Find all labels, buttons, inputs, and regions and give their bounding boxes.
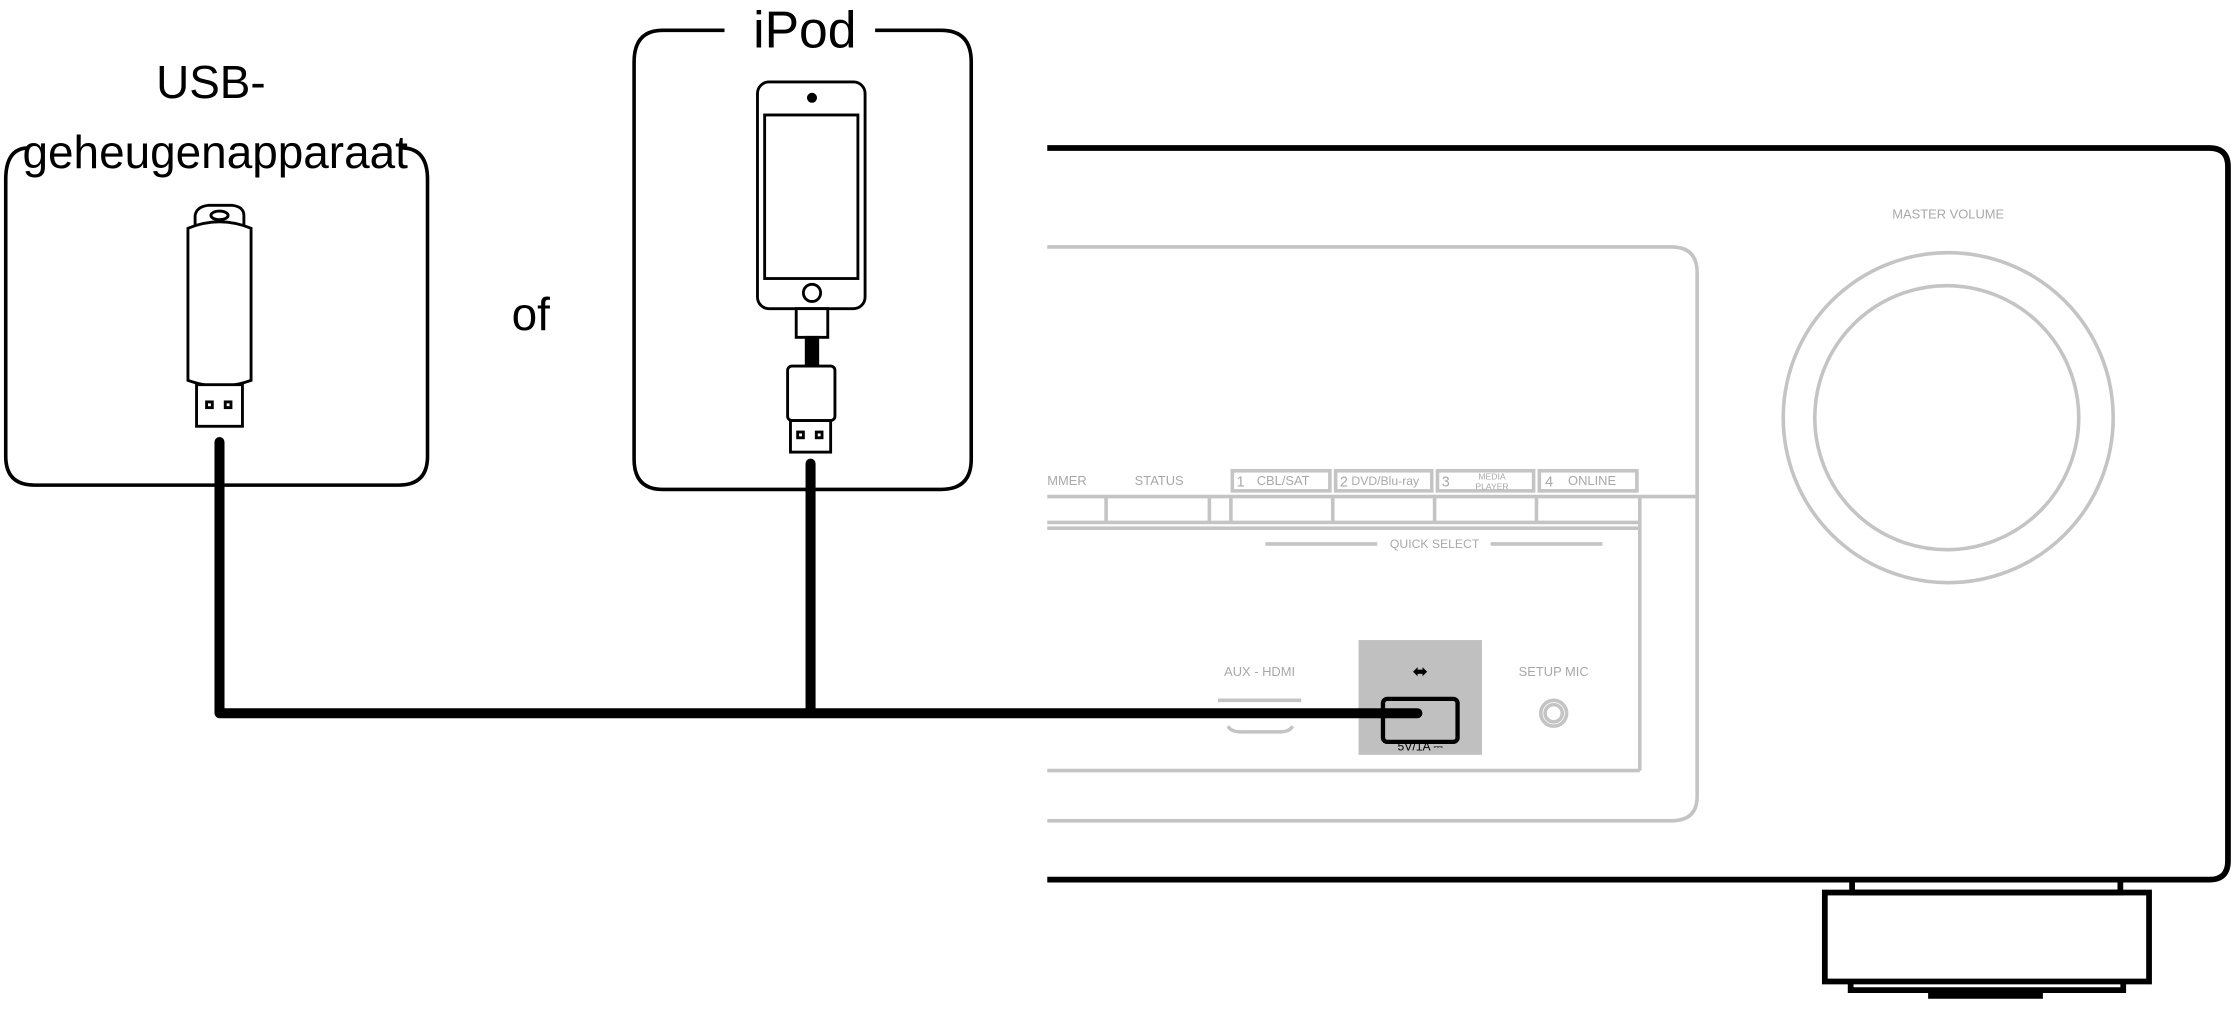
master-volume-knob-inner[interactable] — [1812, 283, 2081, 552]
button-row[interactable] — [1047, 496, 1642, 773]
usb-device-label-line1: USB- — [156, 56, 266, 108]
av-receiver: MASTER VOLUME MMER STATUS 1 CBL/SAT 2 DV… — [1047, 145, 2231, 999]
ipod-bracket — [632, 28, 974, 492]
quick-select-label: QUICK SELECT — [1390, 537, 1480, 551]
quick-select-2-num: 2 — [1340, 475, 1348, 491]
ipod-label: iPod — [753, 1, 856, 59]
usb-device-label-line2: geheugenapparaat — [23, 126, 409, 178]
aux-hdmi-label: AUX - HDMI — [1224, 664, 1295, 679]
front-panel-outline — [1047, 245, 1699, 823]
usb-port[interactable] — [1380, 696, 1460, 745]
usb-symbol-icon: ⬌ — [1412, 660, 1428, 681]
usb-stick-icon — [186, 203, 253, 428]
quick-select-1-label: CBL/SAT — [1257, 473, 1310, 488]
master-volume-label: MASTER VOLUME — [1892, 206, 2004, 221]
usb-device-group: USB- geheugenapparaat — [3, 56, 430, 487]
ipod-group: iPod — [632, 1, 974, 492]
quick-select-2-label: DVD/Blu-ray — [1351, 474, 1420, 488]
quick-select-4-label: ONLINE — [1568, 473, 1616, 488]
receiver-foot — [1821, 879, 2152, 999]
quick-select-3-num: 3 — [1442, 475, 1450, 491]
status-button-label: STATUS — [1135, 473, 1184, 488]
master-volume-knob-outer[interactable] — [1781, 250, 2115, 585]
receiver-body-outline — [1047, 145, 2231, 883]
usb-rating-label: 5V/1A ⎓ — [1397, 740, 1443, 754]
setup-mic-jack[interactable] — [1538, 698, 1569, 728]
or-label: of — [512, 288, 551, 340]
quick-select-4-num: 4 — [1545, 475, 1553, 491]
dimmer-button-label: MMER — [1047, 473, 1086, 488]
quick-select-1-num: 1 — [1237, 475, 1245, 491]
aux-hdmi-port[interactable] — [1217, 698, 1302, 734]
quick-select-3-label-line2: PLAYER — [1475, 481, 1508, 491]
quick-select-label-boxes — [1230, 468, 1639, 493]
ipod-icon — [756, 80, 867, 454]
usb-cable — [214, 437, 1423, 719]
quick-select-3-label-line1: MEDIA — [1478, 471, 1505, 481]
setup-mic-label: SETUP MIC — [1519, 664, 1589, 679]
setup-mic-jack-inner — [1543, 702, 1565, 724]
